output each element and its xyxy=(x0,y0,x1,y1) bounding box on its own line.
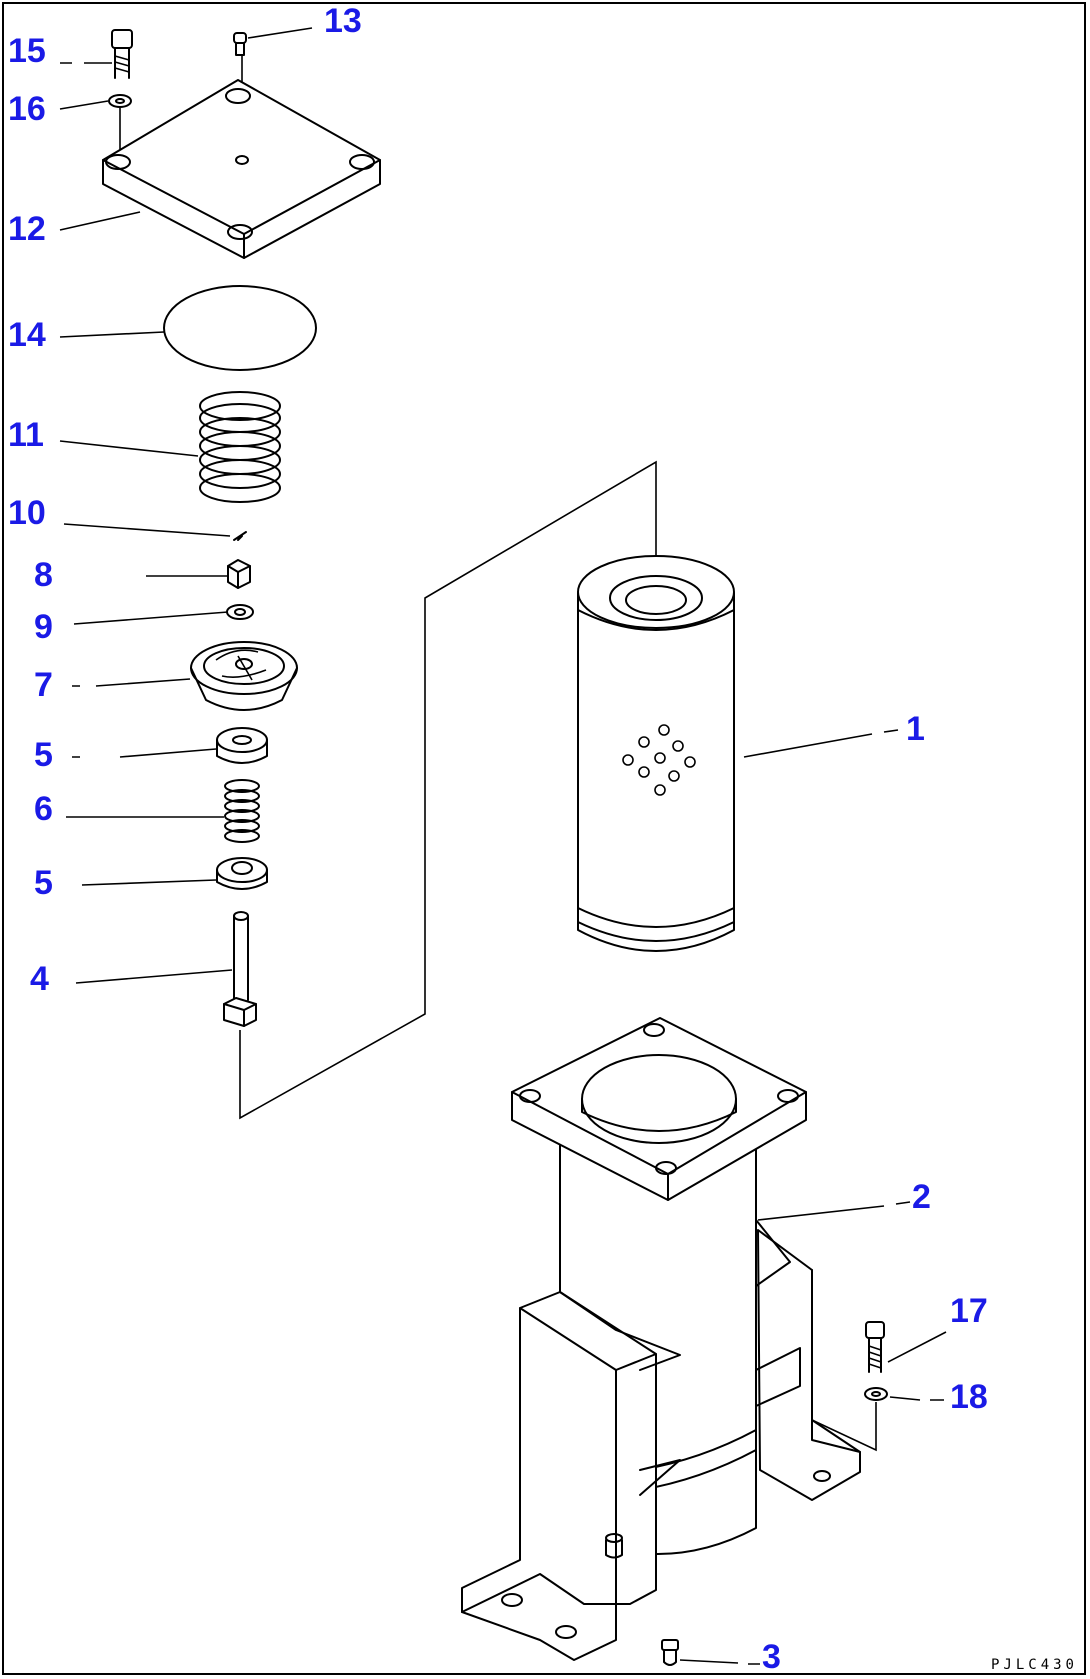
part-label-16: 16 xyxy=(8,90,46,128)
cover-part-12 xyxy=(102,79,381,259)
part-label-2: 2 xyxy=(912,1178,931,1216)
part-label-5-lower: 5 xyxy=(34,864,53,902)
part-label-9: 9 xyxy=(34,608,53,646)
valve-part-7 xyxy=(190,641,298,711)
leader-lines xyxy=(59,27,947,1665)
o-ring-part-14 xyxy=(163,285,317,371)
seat-part-5a xyxy=(216,727,268,764)
filter-mark-icon xyxy=(622,724,696,796)
guide-part-4 xyxy=(223,911,257,1027)
filter-element-part-1 xyxy=(577,555,735,952)
part-label-12: 12 xyxy=(8,210,46,248)
plug-part-3 xyxy=(661,1639,679,1666)
part-label-11: 11 xyxy=(8,416,44,454)
washer-part-16 xyxy=(108,94,132,150)
assembly-line xyxy=(239,460,657,1120)
part-label-4: 4 xyxy=(30,960,49,998)
spring-part-6 xyxy=(224,779,260,843)
part-label-17: 17 xyxy=(950,1292,988,1330)
part-label-14: 14 xyxy=(8,316,46,354)
part-label-5-upper: 5 xyxy=(34,736,53,774)
part-label-15: 15 xyxy=(8,32,46,70)
washer-part-18 xyxy=(811,1387,888,1452)
part-label-18: 18 xyxy=(950,1378,988,1416)
drawing-code: PJLC430 xyxy=(990,1657,1078,1673)
part-label-7: 7 xyxy=(34,666,53,704)
case-part-2 xyxy=(461,1017,861,1661)
part-label-8: 8 xyxy=(34,556,53,594)
seat-part-5b xyxy=(216,857,268,890)
bolt-part-17 xyxy=(865,1321,885,1373)
part-label-6: 6 xyxy=(34,790,53,828)
pin-part-10 xyxy=(233,531,247,541)
nut-part-8 xyxy=(227,559,251,589)
washer-part-9 xyxy=(226,604,254,620)
part-label-13: 13 xyxy=(324,2,362,40)
part-label-3: 3 xyxy=(762,1638,781,1676)
bolt-part-15 xyxy=(111,29,133,79)
spring-part-11 xyxy=(199,391,281,503)
part-label-1: 1 xyxy=(906,710,925,748)
part-label-10: 10 xyxy=(8,494,46,532)
